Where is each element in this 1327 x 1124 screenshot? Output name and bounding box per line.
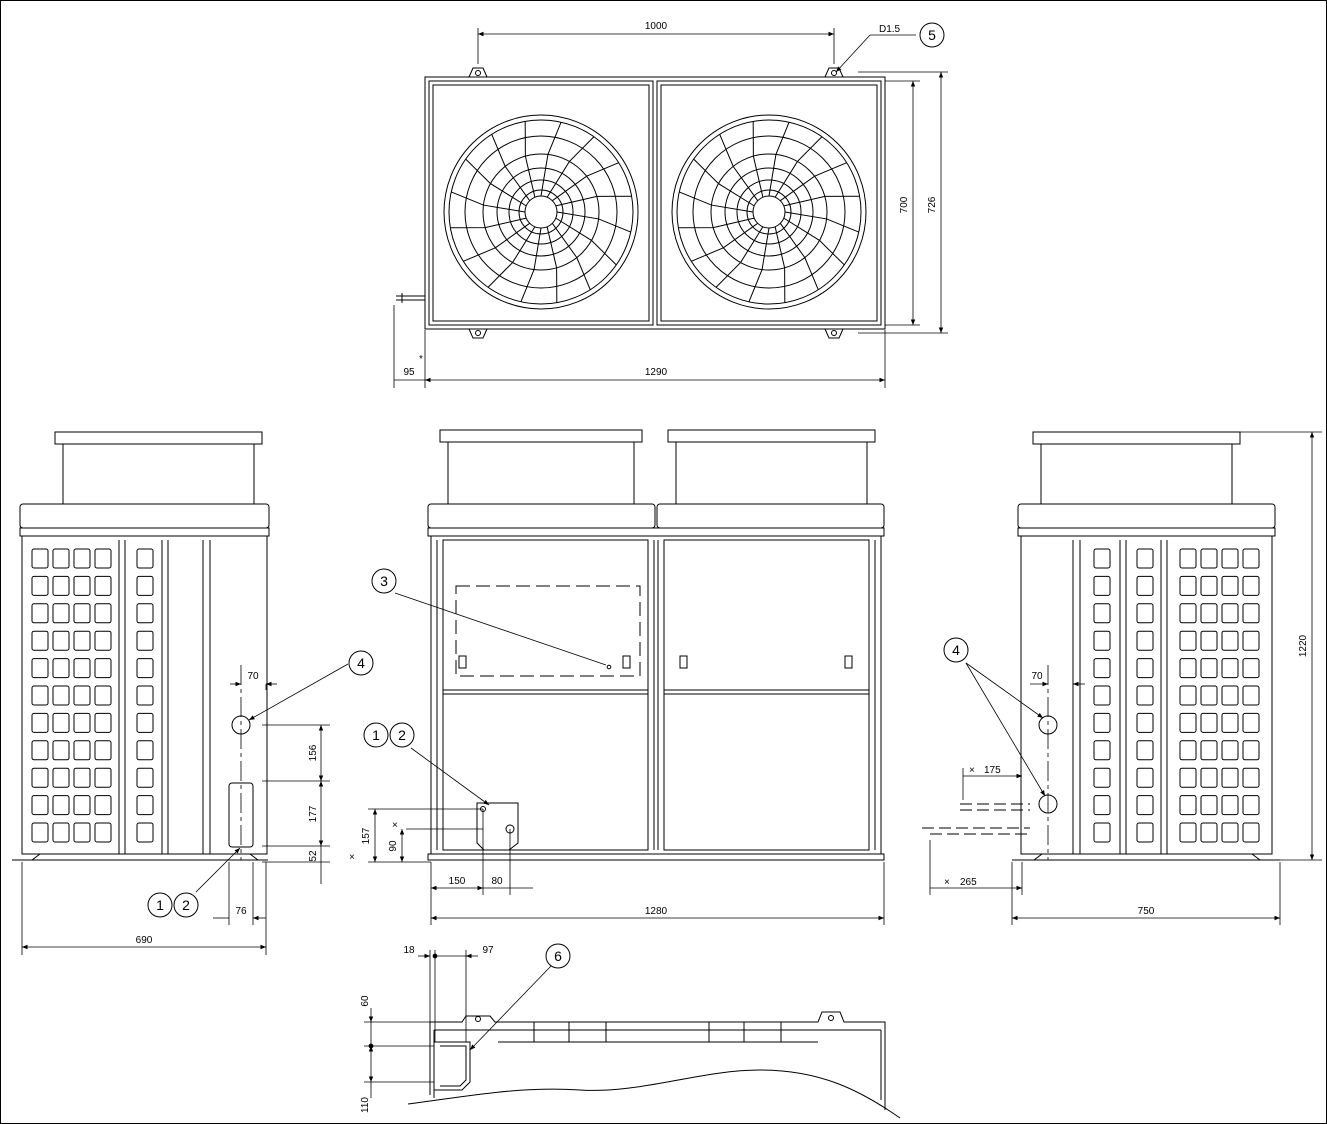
dim-top-700: 700 (899, 196, 910, 213)
dim-right-750: 750 (1138, 906, 1155, 917)
dim-left-690: 690 (136, 935, 153, 946)
callout-5: 5 (919, 22, 945, 48)
base-detail (407, 1011, 901, 1119)
svg-text:4: 4 (952, 642, 960, 658)
callout-6: 6 (545, 943, 571, 969)
svg-text:3: 3 (380, 573, 388, 589)
callout-2-left: 2 (173, 892, 199, 918)
grille-right-b (1136, 548, 1260, 843)
callout-1-left: 1 (147, 892, 173, 918)
grille-left-b (136, 548, 154, 843)
callout-1-front: 1 (363, 722, 389, 748)
fan-guard-left (443, 114, 639, 310)
callout-3: 3 (371, 568, 397, 594)
grille-left-a (31, 548, 112, 843)
svg-text:2: 2 (182, 897, 190, 913)
dim-base-18: 18 (403, 945, 415, 956)
ref-mark-265: × (944, 877, 950, 888)
svg-text:4: 4 (357, 655, 365, 671)
svg-text:5: 5 (928, 27, 936, 43)
offset-mark: * (419, 354, 423, 365)
dim-top-726: 726 (927, 196, 938, 213)
ref-mark-175: × (969, 765, 975, 776)
dim-left-52: 52 (308, 850, 319, 862)
dim-front-150: 150 (449, 876, 466, 887)
svg-text:2: 2 (398, 727, 406, 743)
left-side-view (12, 431, 270, 861)
dim-left-177: 177 (308, 805, 319, 822)
dim-right-1220: 1220 (1298, 634, 1309, 657)
dim-left-76: 76 (235, 906, 247, 917)
dim-right-175: 175 (984, 765, 1001, 776)
dim-top-95: 95 (403, 367, 415, 378)
base-detail-dimensions (364, 950, 552, 1098)
front-view (427, 429, 885, 861)
bolt-spec-label: D1.5 (879, 24, 901, 35)
dim-left-70: 70 (247, 671, 259, 682)
dim-base-97: 97 (482, 945, 494, 956)
dim-front-157: 157 (361, 827, 372, 844)
dim-front-90: 90 (388, 840, 399, 852)
dim-top-1290: 1290 (645, 367, 668, 378)
svg-text:6: 6 (554, 948, 562, 964)
dim-top-1000: 1000 (645, 21, 668, 32)
dim-base-110: 110 (360, 1097, 371, 1113)
dim-base-60: 60 (360, 995, 371, 1007)
top-view-dimensions (393, 28, 948, 388)
dim-left-156: 156 (308, 744, 319, 761)
dim-front-80: 80 (491, 876, 503, 887)
callout-4-right: 4 (943, 637, 969, 663)
ref-mark-157: × (349, 852, 355, 863)
svg-text:1: 1 (156, 897, 164, 913)
callout-4-left: 4 (348, 650, 374, 676)
dim-right-70: 70 (1031, 671, 1043, 682)
callout-2-front: 2 (389, 722, 415, 748)
right-view-dimensions (929, 431, 1322, 925)
right-side-view (922, 431, 1280, 861)
grille-right-a (1093, 548, 1111, 843)
top-view (396, 67, 886, 339)
front-view-dimensions (368, 592, 885, 925)
dim-right-265: 265 (960, 877, 977, 888)
svg-text:1: 1 (372, 727, 380, 743)
ref-mark-90: × (392, 820, 398, 831)
left-view-dimensions (21, 663, 349, 955)
dim-front-1280: 1280 (645, 906, 668, 917)
fan-guard-right (671, 114, 867, 310)
